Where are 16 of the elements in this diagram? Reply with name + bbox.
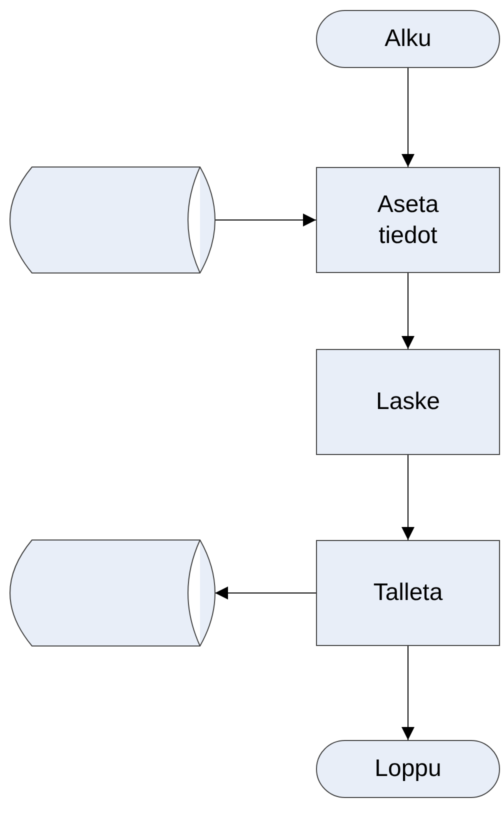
arrow bbox=[214, 586, 316, 600]
storage-drum bbox=[10, 167, 215, 273]
arrow bbox=[402, 272, 414, 350]
arrow bbox=[402, 68, 414, 168]
arrow bbox=[214, 214, 316, 226]
node-label: Alku bbox=[384, 24, 432, 54]
process-box bbox=[316, 349, 500, 455]
process-box bbox=[316, 167, 500, 273]
process-box bbox=[316, 540, 500, 646]
arrow bbox=[402, 454, 414, 540]
node-label: Laske bbox=[376, 387, 440, 418]
node-label: Talleta bbox=[373, 578, 443, 608]
storage-drum bbox=[10, 540, 215, 646]
node-label: Aseta tiedot bbox=[376, 190, 440, 251]
arrow bbox=[402, 646, 414, 740]
node-label: Loppu bbox=[374, 754, 442, 784]
